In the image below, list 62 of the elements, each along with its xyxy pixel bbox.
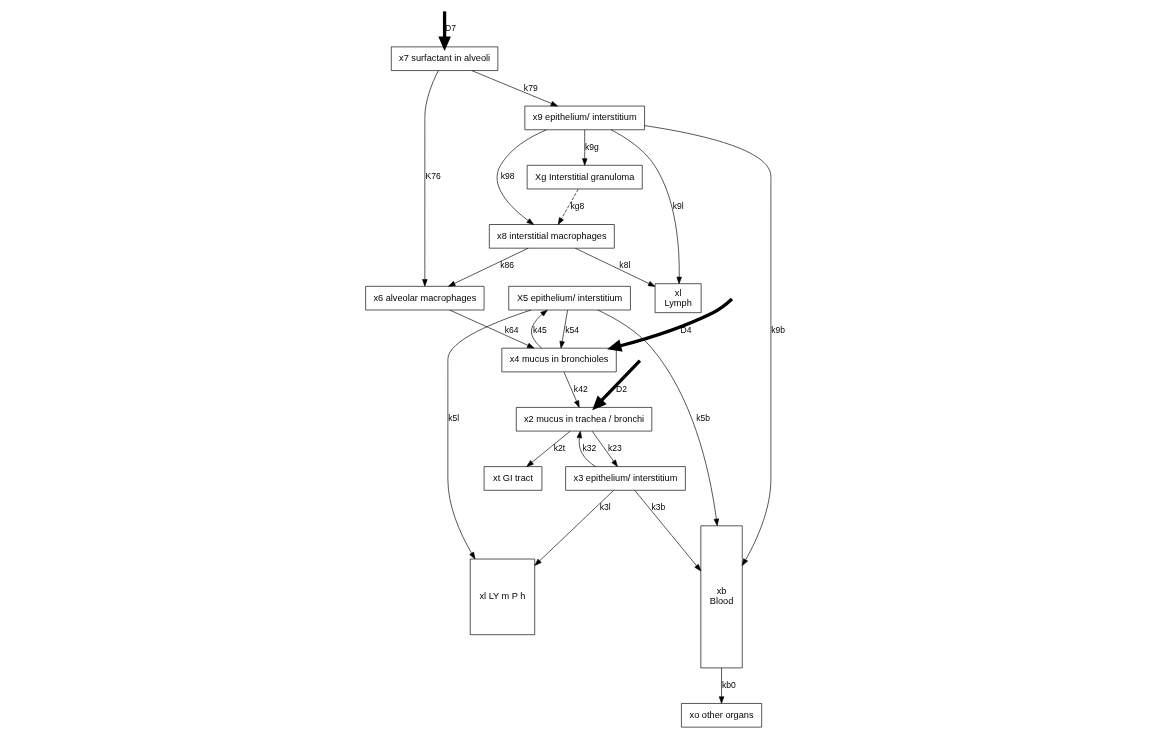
node-box: xo other organs [681, 703, 762, 728]
arrow [448, 247, 529, 287]
node-box: X5 epithelium/ interstitium [508, 286, 631, 311]
node-box: xl Lymph [654, 283, 702, 313]
edge-label: k45 [533, 324, 547, 335]
edge-label: k54 [565, 324, 580, 335]
arrow [644, 125, 772, 566]
edge-label: k8l [619, 260, 631, 271]
edge-label: k79 [523, 82, 538, 93]
edge-label: k5l [448, 413, 460, 424]
edge-label: k32 [582, 443, 597, 454]
edge-label: k9g [585, 141, 599, 152]
arrow [563, 371, 580, 408]
edge-label: k2t [553, 443, 566, 454]
node-box: xt GI tract [483, 466, 543, 491]
arrow [718, 667, 725, 704]
edge-label: k64 [504, 324, 519, 335]
edge-label: k3l [599, 502, 611, 513]
arrow [607, 297, 734, 352]
arrow [592, 359, 642, 411]
edge-label: k98 [500, 171, 515, 182]
arrow [531, 309, 548, 349]
arrow [534, 490, 615, 566]
edge-label: kb0 [721, 679, 736, 690]
edge-label: k42 [573, 383, 588, 394]
arrow [591, 431, 618, 467]
node-box: x2 mucus in trachea / bronchi [515, 407, 653, 432]
arrow [576, 430, 596, 467]
arrow [582, 129, 588, 166]
edge-label: k86 [500, 260, 514, 271]
node-box: x4 mucus in bronchioles [501, 347, 617, 373]
node-box: x8 interstitial macrophages [489, 224, 615, 249]
arrow [557, 188, 579, 225]
edge-label: k23 [608, 443, 622, 454]
node-box: xl LY m P h [469, 558, 536, 636]
edge-label: k5b [696, 413, 711, 424]
arrow [526, 430, 571, 467]
edge-label: D2 [616, 383, 628, 394]
node-box: x7 surfactant in alveoli [390, 46, 499, 71]
node-box: x9 epithelium/ interstitium [524, 105, 645, 131]
node-box: xb Blood [700, 525, 743, 669]
arrow [574, 247, 656, 287]
arrow [447, 309, 532, 560]
edge-label: K76 [425, 171, 441, 182]
arrow [422, 70, 439, 287]
arrow [559, 309, 568, 349]
arrow [449, 309, 535, 349]
arrow [634, 490, 702, 572]
edge-label: k3b [651, 502, 666, 513]
arrow [496, 129, 547, 225]
arrow [597, 309, 719, 526]
edge-label: D7 [445, 23, 456, 34]
node-box: x3 epithelium/ interstitium [565, 466, 686, 491]
arrow [438, 11, 451, 51]
arrow [471, 70, 558, 107]
arrow [610, 129, 682, 284]
node-box: x6 alveolar macrophages [365, 286, 485, 311]
edge-label: k9b [771, 324, 786, 335]
edge-label: kg8 [570, 200, 585, 211]
node-box: Xg Interstitial granuloma [526, 164, 643, 190]
edge-label: k9l [672, 200, 684, 211]
edge-label: D4 [680, 324, 692, 335]
